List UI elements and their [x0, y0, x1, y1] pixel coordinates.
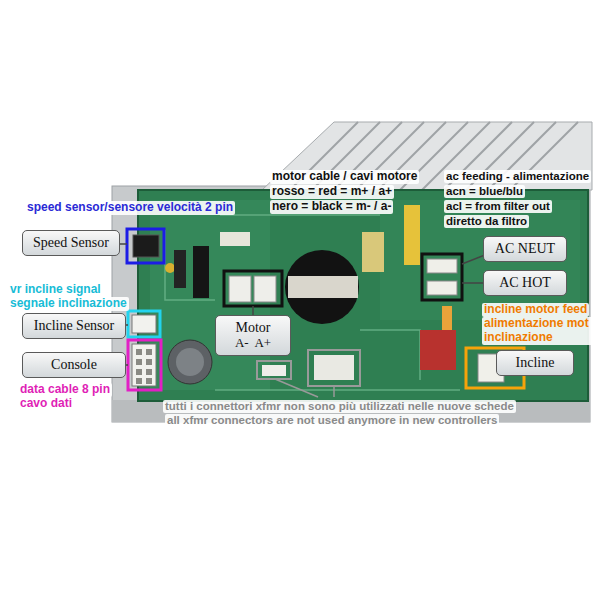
- ac-frame: [422, 254, 462, 300]
- incline-sensor-connector: [132, 315, 156, 333]
- annotation-text: tutti i connettori xfmr non sono più uti…: [163, 400, 516, 413]
- box-label: Motor: [236, 320, 271, 336]
- label-box: Console: [22, 352, 126, 378]
- highlight-frames: [127, 229, 524, 390]
- pcb-area: [380, 200, 580, 320]
- pin: [136, 369, 142, 375]
- label-box: Speed Sensor: [22, 230, 120, 256]
- label-box: MotorA- A+: [215, 315, 291, 356]
- pin: [136, 378, 142, 384]
- annotation-text: acl = from filter out: [444, 200, 552, 213]
- pin: [136, 349, 142, 355]
- box-label: AC HOT: [499, 275, 551, 291]
- bulk-capacitor: [285, 250, 359, 324]
- trace: [220, 214, 380, 216]
- trace: [165, 230, 215, 300]
- motor-terminal: [254, 276, 276, 302]
- ac-terminal: [427, 281, 457, 295]
- capacitor-yellow: [404, 205, 420, 265]
- leader-line: [275, 379, 318, 397]
- annotation-text: segnale inclinazione: [8, 297, 129, 311]
- xfmr-connector: [314, 355, 354, 380]
- ic-chip: [193, 246, 209, 298]
- box-label: Incline Sensor: [34, 318, 114, 334]
- speed-connector: [133, 235, 159, 257]
- leader-line: [333, 386, 335, 397]
- annotation-text: speed sensor/sensore velocità 2 pin: [25, 201, 235, 215]
- leader-lines: [100, 244, 500, 365]
- motor-frame: [224, 271, 282, 306]
- annotation-text: data cable 8 pin: [18, 383, 112, 397]
- trimmer: [165, 263, 175, 273]
- annotation-text: all xfmr connectors are not used anymore…: [165, 414, 499, 427]
- label-box: AC NEUT: [483, 236, 567, 262]
- incline-sensor-frame: [128, 311, 160, 337]
- pin: [146, 369, 152, 375]
- box-label: Console: [51, 357, 97, 373]
- annotation-text: vr incline signal: [8, 283, 103, 297]
- pin: [146, 359, 152, 365]
- pcb-area: [150, 200, 270, 390]
- xfmr-frame: [257, 361, 291, 379]
- heatsink-fins: [262, 122, 592, 190]
- heatsink-base: [112, 186, 590, 422]
- label-box: Incline Sensor: [22, 313, 126, 339]
- annotation-text: motor cable / cavi motore: [270, 170, 419, 184]
- annotation-text: nero = black = m- / a-: [270, 200, 393, 214]
- console-frame: [128, 340, 161, 390]
- note-leaders: [275, 379, 334, 397]
- relay: [420, 330, 456, 370]
- pin: [146, 378, 152, 384]
- pcb: [138, 190, 588, 401]
- component: [220, 232, 250, 246]
- box-label: Incline: [516, 355, 555, 371]
- capacitor: [168, 340, 212, 384]
- annotation-text: rosso = red = m+ / a+: [270, 185, 394, 199]
- box-label: AC NEUT: [495, 241, 555, 257]
- motor-terminal: [229, 276, 251, 302]
- ac-terminal: [427, 259, 457, 273]
- capacitor-top: [176, 348, 204, 376]
- annotation-text: diretto da filtro: [444, 215, 529, 228]
- annotation-text: incline motor feed: [482, 303, 589, 317]
- trace: [360, 330, 420, 380]
- trace: [215, 389, 460, 391]
- xfmr-connector: [262, 365, 286, 376]
- xfmr-frame: [308, 350, 360, 386]
- box-label: Speed Sensor: [33, 235, 109, 251]
- annotation-text: alimentazione mot inclinazione: [482, 317, 596, 345]
- pin: [136, 359, 142, 365]
- label-box: Incline: [496, 350, 574, 376]
- component: [362, 232, 384, 272]
- connector-pins: [136, 349, 152, 384]
- annotation-text: ac feeding - alimentazione: [444, 170, 591, 183]
- box-label: A- A+: [235, 336, 271, 351]
- speed-frame: [127, 229, 164, 263]
- ic-chip: [174, 250, 186, 288]
- console-connector: [132, 344, 156, 386]
- label-box: AC HOT: [483, 270, 567, 296]
- pin: [146, 349, 152, 355]
- annotation-text: acn = blue/blu: [444, 185, 525, 198]
- annotation-text: cavo dati: [18, 397, 74, 411]
- capacitor-sticker: [288, 276, 358, 298]
